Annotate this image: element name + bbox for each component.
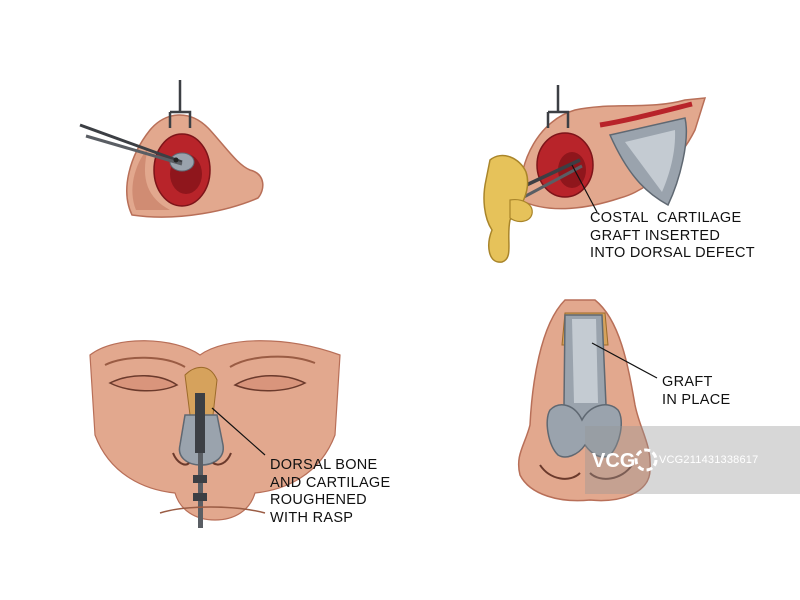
nostril-right: [212, 452, 232, 466]
graft-highlight: [625, 130, 676, 192]
gloved-hand: [483, 154, 533, 263]
svg-text:VCG: VCG: [592, 450, 635, 472]
mouth: [159, 506, 266, 514]
leader-bottom-left: [211, 407, 266, 456]
watermark-bar: [585, 426, 800, 494]
panel-graft-in-place: [518, 299, 651, 502]
right-brow: [229, 355, 316, 368]
leader-top-right: [571, 164, 598, 213]
panel-incision-scissors: [79, 80, 264, 218]
watermark-logo: VCG: [592, 448, 658, 472]
nostril-left: [172, 452, 190, 466]
retractor: [546, 85, 570, 128]
label-dorsal-bone-rasp: DORSAL BONE AND CARTILAGE ROUGHENED WITH…: [270, 457, 391, 526]
retractor: [168, 80, 192, 128]
rasp: [193, 393, 207, 528]
scissors: [79, 123, 183, 166]
left-brow: [104, 356, 186, 368]
nostril-outline: [539, 464, 633, 480]
panel-rasp-roughening: [89, 340, 341, 528]
leader-bottom-right: [591, 342, 658, 379]
dorsal-red-line: [599, 101, 693, 128]
right-eye: [233, 375, 307, 392]
label-costal-cartilage-graft: COSTAL CARTILAGE GRAFT INSERTED INTO DOR…: [590, 210, 755, 261]
nose-shadow: [132, 148, 170, 210]
label-graft-in-place: GRAFT IN PLACE: [662, 374, 731, 408]
alar-cartilage: [546, 404, 622, 458]
left-eye: [108, 375, 179, 392]
watermark-id: VCG211431338617: [659, 454, 759, 466]
graft-highlight: [572, 319, 598, 403]
forceps: [519, 158, 583, 200]
